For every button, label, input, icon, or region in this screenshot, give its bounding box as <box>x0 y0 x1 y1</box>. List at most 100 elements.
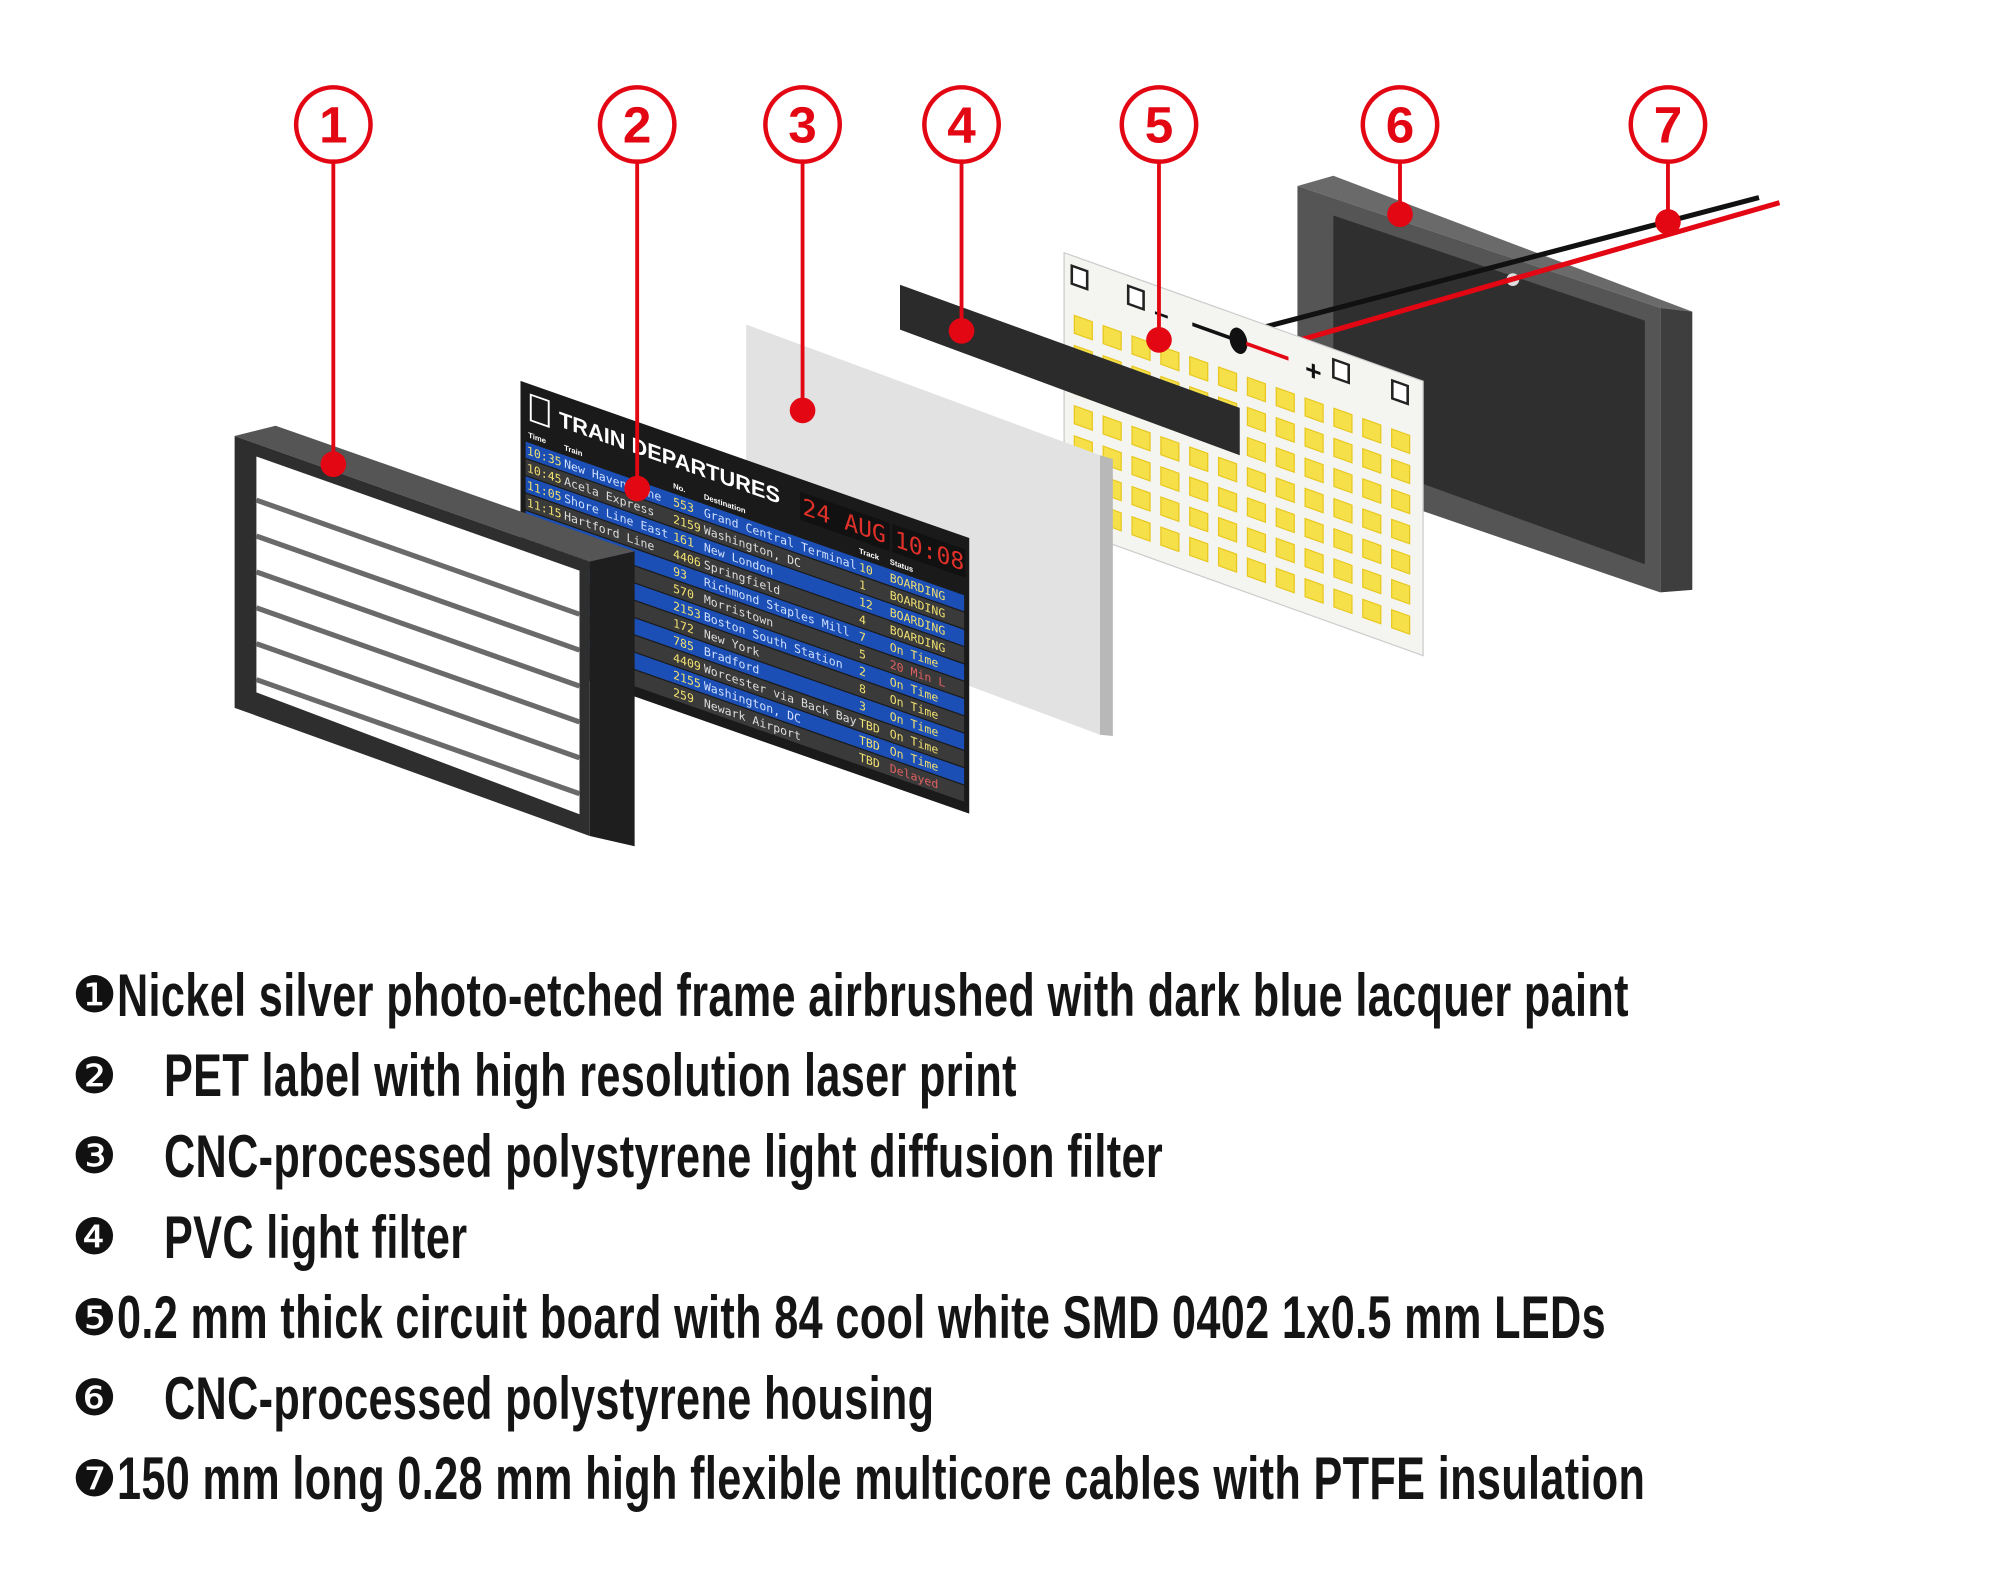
number-bullet-icon: ❸ <box>72 1127 117 1186</box>
led <box>1131 455 1151 482</box>
callout-dot <box>1655 209 1681 235</box>
led <box>1304 487 1324 514</box>
led <box>1217 486 1238 513</box>
board-cell-track: 2 <box>859 664 866 680</box>
led <box>1246 436 1267 463</box>
board-cell-track: TBD <box>859 733 880 754</box>
board-cell-track: 8 <box>859 681 866 697</box>
led <box>1362 447 1382 474</box>
callout-7: 7 <box>1628 85 1708 235</box>
led <box>1160 496 1180 523</box>
legend-text: Nickel silver photo-etched frame airbrus… <box>116 961 1629 1029</box>
callout-1: 1 <box>293 85 373 478</box>
led <box>1304 457 1324 484</box>
board-row <box>525 493 965 664</box>
board-row <box>525 458 965 629</box>
board-row <box>525 476 965 646</box>
number-bullet-icon: ❹ <box>72 1208 117 1267</box>
frame-bar <box>255 569 581 689</box>
led <box>1131 515 1151 543</box>
board-cell-no: 785 <box>673 633 694 654</box>
callout-6: 6 <box>1360 85 1440 228</box>
board-cell-track: TBD <box>859 750 880 771</box>
board-row <box>525 528 965 698</box>
board-cell-track: 12 <box>859 595 873 613</box>
number-bullet-icon: ❻ <box>72 1369 117 1428</box>
pvc-light-filter <box>900 284 1240 456</box>
number-bullet-icon: ❷ <box>72 1046 117 1105</box>
led <box>1362 508 1382 535</box>
led <box>1102 415 1122 442</box>
board-cell-no: 93 <box>673 564 687 582</box>
led <box>1275 386 1295 413</box>
number-bullet-icon: ❼ <box>72 1449 117 1508</box>
led <box>1362 598 1382 625</box>
board-cell-no: 553 <box>673 495 694 516</box>
legend-text: CNC-processed polystyrene light diffusio… <box>164 1122 1164 1190</box>
led <box>1217 546 1238 573</box>
callout-number: 7 <box>1654 96 1683 153</box>
callout-dot <box>1387 201 1413 228</box>
led <box>1333 588 1353 615</box>
frame-bar <box>255 641 581 761</box>
led <box>1391 518 1411 545</box>
led <box>1217 366 1238 393</box>
led <box>1131 485 1151 512</box>
led <box>1160 435 1180 462</box>
led <box>1362 478 1382 505</box>
led <box>1333 407 1353 434</box>
led <box>1304 577 1324 604</box>
callout-3: 3 <box>763 85 842 424</box>
callout-dot <box>1146 327 1172 353</box>
led <box>1391 608 1411 635</box>
led <box>1391 578 1411 605</box>
board-cell-no: 161 <box>673 529 694 550</box>
board-row <box>525 632 965 802</box>
led <box>1189 355 1209 382</box>
led <box>1189 476 1209 503</box>
legend-text: 150 mm long 0.28 mm high flexible multic… <box>116 1445 1646 1513</box>
board-row <box>525 545 965 716</box>
callout-number: 4 <box>947 96 976 153</box>
led <box>1275 537 1295 564</box>
board-cell-track: 4 <box>859 612 866 628</box>
circuit-board: − + <box>1063 251 1424 657</box>
board-row <box>525 614 965 785</box>
number-bullet-icon: ❶ <box>72 966 117 1025</box>
board-row <box>525 580 965 750</box>
led <box>1391 488 1411 515</box>
callout-number: 5 <box>1145 96 1174 153</box>
led <box>1333 527 1353 555</box>
led <box>1304 517 1324 544</box>
led <box>1246 557 1267 584</box>
callout-number: 1 <box>319 96 348 153</box>
callout-2: 2 <box>597 85 677 502</box>
led <box>1217 516 1238 543</box>
led <box>1304 427 1324 454</box>
callout-dot <box>948 318 975 344</box>
callout-5: 5 <box>1119 85 1199 353</box>
number-bullet-icon: ❺ <box>72 1288 117 1347</box>
led <box>1246 406 1267 433</box>
led <box>1217 456 1238 483</box>
led <box>1362 417 1382 444</box>
led <box>1275 567 1295 594</box>
led <box>1189 506 1209 533</box>
led <box>1391 458 1411 485</box>
led <box>1304 547 1324 574</box>
col-no: No. <box>673 481 685 494</box>
led <box>1102 324 1122 351</box>
led <box>1073 314 1093 341</box>
led <box>1131 335 1151 362</box>
led <box>1131 425 1151 452</box>
led <box>1275 507 1295 534</box>
led <box>1246 527 1267 554</box>
led <box>1160 345 1180 372</box>
